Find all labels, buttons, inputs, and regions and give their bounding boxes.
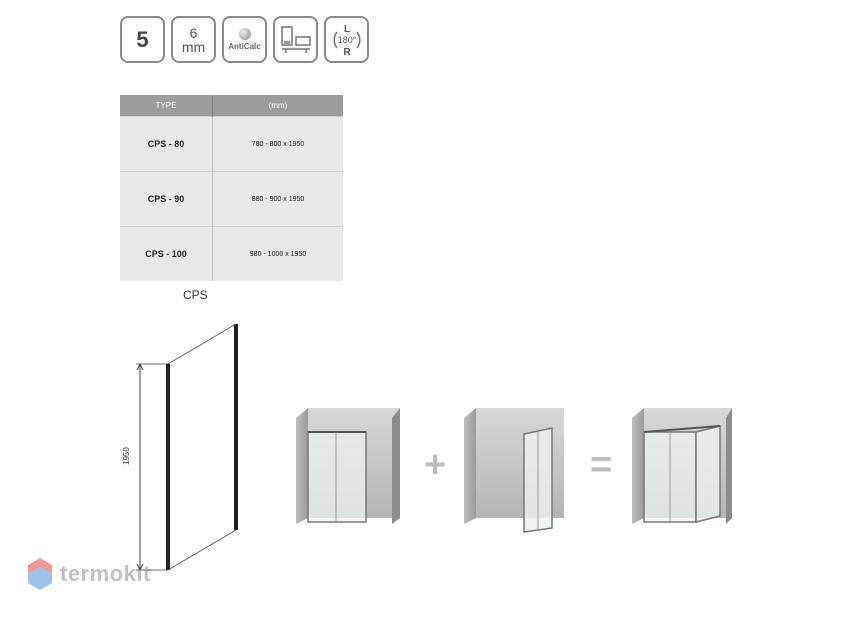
watermark-text: termokit [60,561,151,586]
table-row: CPS - 100 980 - 1000 x 1950 [120,226,343,281]
table-row: CPS - 80 780 - 800 x 1950 [120,116,343,172]
anticalc-label: AntiCalc [228,42,261,51]
rotation-left-label: L [343,24,349,35]
row-type: CPS - 80 [120,116,213,172]
size-table: TYPE (mm) CPS - 80 780 - 800 x 1950 CPS … [120,95,343,281]
reversible-badge: L 180° R [324,16,369,63]
bathroom-icon [280,25,311,53]
side-panel-unit [464,408,564,533]
row-size: 780 - 800 x 1950 [212,116,343,172]
combination-drawing [296,408,732,533]
bathroom-badge [273,16,318,63]
glass-thickness-value: 6 [189,24,198,41]
feature-badges: 5 6 mm AntiCalc L 180° R [120,16,369,63]
sliding-door-unit [296,408,400,524]
equals-sign: = [590,444,613,486]
class-value: 5 [136,26,149,52]
row-size: 880 - 900 x 1950 [212,171,343,227]
product-caption: CPS [183,288,208,302]
row-type: CPS - 100 [120,226,213,281]
glass-thickness-unit: mm [181,38,206,55]
combined-unit [632,408,732,524]
drop-icon [238,28,251,40]
plus-sign: + [424,444,447,486]
height-dimension: 1950 [122,447,131,465]
panel-drawing [136,323,238,572]
glass-thickness-badge: 6 mm [171,16,216,63]
header-type: TYPE [120,95,213,117]
hexagon-logo-icon [28,558,52,590]
class-badge: 5 [120,16,165,63]
header-size: (mm) [212,95,343,117]
row-size: 980 - 1000 x 1950 [212,226,343,281]
anticalc-badge: AntiCalc [222,16,267,63]
rotation-icon: L 180° R [332,24,361,58]
table-row: CPS - 90 880 - 900 x 1950 [120,171,343,227]
watermark-logo: termokit [26,556,151,592]
row-type: CPS - 90 [120,171,213,227]
rotation-right-label: R [343,47,351,58]
table-header-row: TYPE (mm) [120,95,343,117]
rotation-degrees: 180° [337,35,356,45]
